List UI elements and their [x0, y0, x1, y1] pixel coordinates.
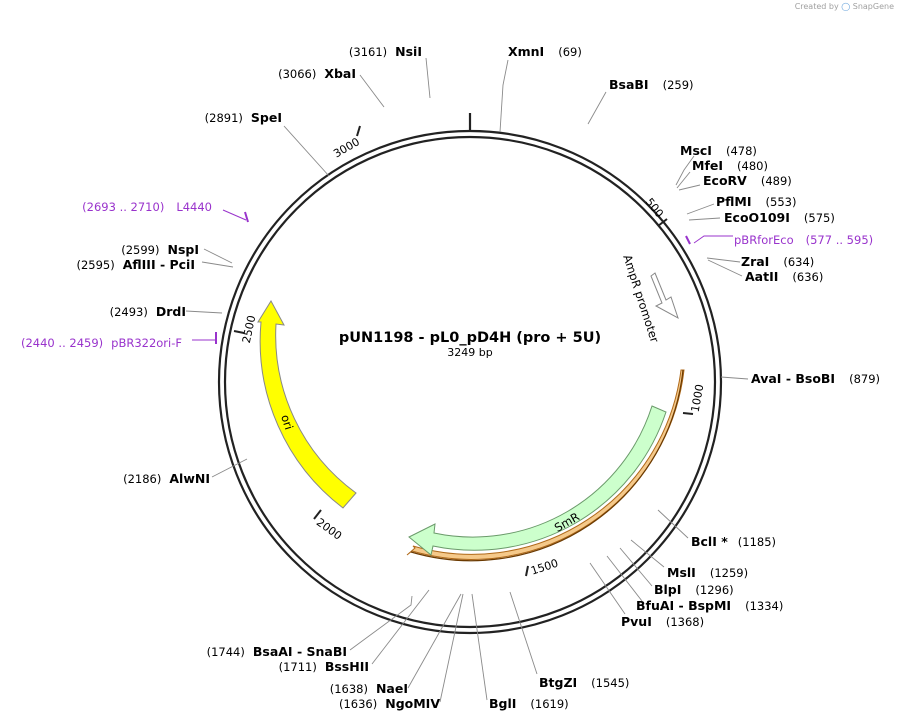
site-afliii-pcii[interactable]: (2595)AflIII - PciI [76, 257, 195, 272]
site-ecoo109i[interactable]: EcoO109I(575) [724, 210, 835, 225]
leader-xbai [359, 74, 385, 108]
site-bsshii[interactable]: (1711)BssHII [279, 659, 369, 674]
leader-nsii [425, 57, 431, 99]
site-drdi[interactable]: (2493)DrdI [110, 304, 186, 319]
site-bfuai-bspmi[interactable]: BfuAI - BspMI(1334) [636, 598, 783, 613]
primer-pbr322ori-f-label[interactable]: (2440 .. 2459)pBR322ori-F [21, 336, 182, 350]
leader-bgli [471, 593, 488, 701]
plasmid-title: pUN1198 - pL0_pD4H (pro + 5U) [339, 330, 601, 346]
site-leaders [185, 57, 749, 703]
leader-nspi [203, 248, 233, 264]
feature-ampr-promoter-label: AmpR promoter [620, 253, 662, 344]
tick-500 [657, 218, 668, 227]
site-blpi[interactable]: BlpI(1296) [654, 582, 734, 597]
primer-pbrforeco-label[interactable]: pBRforEco(577 .. 595) [734, 233, 873, 247]
site-pvui[interactable]: PvuI(1368) [621, 614, 704, 629]
site-ecorv[interactable]: EcoRV(489) [703, 173, 792, 188]
site-naei[interactable]: (1638)NaeI [330, 681, 408, 696]
leader-aatii [707, 259, 743, 277]
leader-alwni [211, 458, 248, 478]
tick-label-1000: 1000 [689, 383, 707, 413]
feature-ori-label: ori [278, 413, 296, 432]
primer-pbrforeco-marker[interactable] [685, 235, 691, 245]
tick-label-500: 500 [643, 196, 666, 221]
tick-label-1500: 1500 [529, 557, 560, 578]
leader-bsaai-snabi [349, 595, 413, 651]
primer-l4440-marker[interactable] [244, 211, 249, 223]
backbone-outer [217, 129, 723, 635]
tick-label-2500: 2500 [240, 314, 259, 344]
leader-drdi [185, 310, 223, 314]
snapgene-logo-icon: ◯ [841, 2, 851, 11]
site-bsabi[interactable]: BsaBI(259) [609, 77, 694, 92]
site-bcli[interactable]: BclI *(1185) [691, 534, 776, 549]
site-alwni[interactable]: (2186)AlwNI [123, 471, 210, 486]
site-msli[interactable]: MslI(1259) [667, 565, 748, 580]
leader-afliii-pcii [201, 261, 234, 268]
leader-bsshii [371, 589, 430, 665]
leader-blpi [619, 547, 653, 587]
site-bgli[interactable]: BglI(1619) [489, 696, 569, 711]
backbone [217, 113, 723, 635]
site-msci[interactable]: MscI(478) [680, 143, 757, 158]
tick-3000 [356, 125, 361, 137]
leader-ngomiv [439, 593, 464, 703]
feature-ori-arrow[interactable] [257, 300, 357, 509]
leader-zrai [706, 257, 741, 263]
tick-2000 [313, 509, 322, 520]
site-aatii[interactable]: AatII(636) [745, 269, 823, 284]
leader-ecorv [678, 184, 701, 191]
orange-arc-core [410, 369, 684, 562]
tick-1000 [682, 412, 694, 415]
primer-l4440-leader [222, 209, 247, 221]
leader-msci [675, 155, 695, 186]
primer-labels: pBRforEco(577 .. 595) (2693 .. 2710)L444… [21, 200, 873, 350]
site-zrai[interactable]: ZraI(634) [741, 254, 814, 269]
leader-pflmi [686, 203, 715, 215]
site-nspi[interactable]: (2599)NspI [121, 242, 199, 257]
leader-btgzi [509, 591, 538, 675]
site-pflmi[interactable]: PflMI(553) [716, 194, 796, 209]
site-nsii[interactable]: (3161)NsiI [349, 44, 422, 59]
plasmid-length: 3249 bp [447, 346, 492, 359]
leader-pvui [589, 562, 626, 615]
site-bsaai-snabi[interactable]: (1744)BsaAI - SnaBI [207, 644, 347, 659]
primer-l4440-label[interactable]: (2693 .. 2710)L4440 [82, 200, 212, 214]
leader-mfei [676, 171, 691, 189]
leader-xmni [499, 59, 509, 133]
leader-bcli [657, 509, 689, 539]
site-ngomiv[interactable]: (1636)NgoMIV [339, 696, 440, 711]
feature-ampr-promoter-arrow[interactable] [650, 272, 679, 320]
site-mfei[interactable]: MfeI(480) [692, 158, 768, 173]
leader-naei [407, 593, 462, 689]
feature-smr-arrow[interactable] [408, 405, 667, 556]
primer-pbrforeco-leader [693, 235, 733, 244]
leader-spei [283, 125, 330, 177]
backbone-inner [223, 135, 717, 629]
tick-2500 [233, 330, 245, 334]
site-xmni[interactable]: XmnI(69) [508, 44, 582, 59]
primer-markers [192, 209, 733, 344]
site-avai-bsobi[interactable]: AvaI - BsoBI(879) [751, 371, 880, 386]
site-spei[interactable]: (2891)SpeI [205, 110, 282, 125]
created-by-text: Created by [794, 2, 839, 11]
leader-msli [630, 539, 665, 568]
tick-1500 [525, 565, 529, 577]
site-labels: XmnI(69) BsaBI(259) MscI(478) MfeI(480) … [76, 44, 880, 711]
leader-ecoo109i [688, 217, 721, 221]
snapgene-name: SnapGene [852, 2, 894, 11]
snapgene-credit: Created by ◯ SnapGene [795, 2, 894, 11]
leader-bfuai-bspmi [606, 555, 643, 602]
leader-avai-bsobi [720, 376, 749, 380]
site-xbai[interactable]: (3066)XbaI [278, 66, 356, 81]
features: AmpR promoter SmR ori [257, 253, 685, 562]
site-btgzi[interactable]: BtgZI(1545) [539, 675, 629, 690]
leader-bsabi [587, 91, 607, 125]
tick-label-2000: 2000 [314, 516, 344, 543]
